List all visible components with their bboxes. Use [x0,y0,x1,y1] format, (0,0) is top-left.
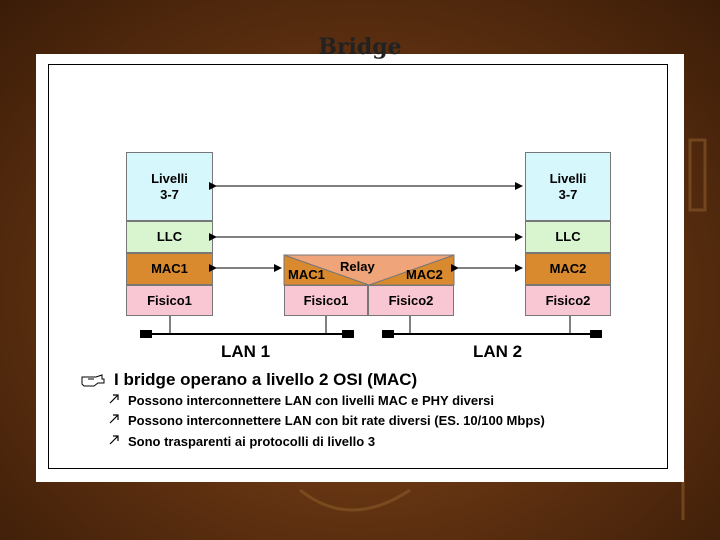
right-levels-label: Livelli 3-7 [549,170,587,202]
lan1-terminator-right [342,330,354,338]
left-llc-box: LLC [126,221,213,253]
left-levels-label: Livelli 3-7 [151,170,188,202]
sub-bullet-2: Possono interconnettere LAN con bit rate… [128,413,545,428]
left-mac-label: MAC1 [151,261,188,276]
main-bullet: I bridge operano a livello 2 OSI (MAC) [114,370,418,389]
pointing-hand-icon [81,374,105,387]
sub-bullet-arrow-icon [109,394,119,404]
lan1-terminator-left [140,330,152,338]
lan1-label: LAN 1 [221,342,271,361]
right-mac-label: MAC2 [549,261,587,276]
right-phy-label: Fisico2 [545,292,591,308]
lan2-terminator-right [590,330,602,338]
right-phy-box: Fisico2 [525,285,611,316]
left-mac-box: MAC1 [126,253,213,285]
left-phy-box: Fisico1 [126,285,213,316]
bridge-phy-right-box: Fisico2 [368,285,454,316]
right-llc-box: LLC [525,221,611,253]
bridge-mac-left-label: MAC1 [288,267,325,282]
sub-bullet-arrow-icon [109,414,119,424]
right-mac-box: MAC2 [525,253,611,285]
sub-bullet-1: Possono interconnettere LAN con livelli … [128,393,495,408]
left-llc-label: LLC [156,229,183,244]
page-title: Bridge [318,34,402,60]
bridge-phy-left-box: Fisico1 [284,285,368,316]
sub-bullet-3: Sono trasparenti ai protocolli di livell… [128,434,376,449]
lan2-terminator-left [382,330,394,338]
relay-label: Relay [340,259,375,274]
slide-frame [48,64,668,469]
lan2-label: LAN 2 [473,342,523,361]
bridge-mac-right-label: MAC2 [406,267,443,282]
bridge-phy-right-label: Fisico2 [388,292,434,308]
bridge-phy-left-label: Fisico1 [303,292,349,308]
right-levels-box: Livelli 3-7 [525,152,611,221]
bridge-mac-relay-shape [283,254,455,286]
sub-bullet-arrow-icon [109,435,119,445]
right-llc-label: LLC [555,229,581,244]
left-phy-label: Fisico1 [147,292,192,308]
